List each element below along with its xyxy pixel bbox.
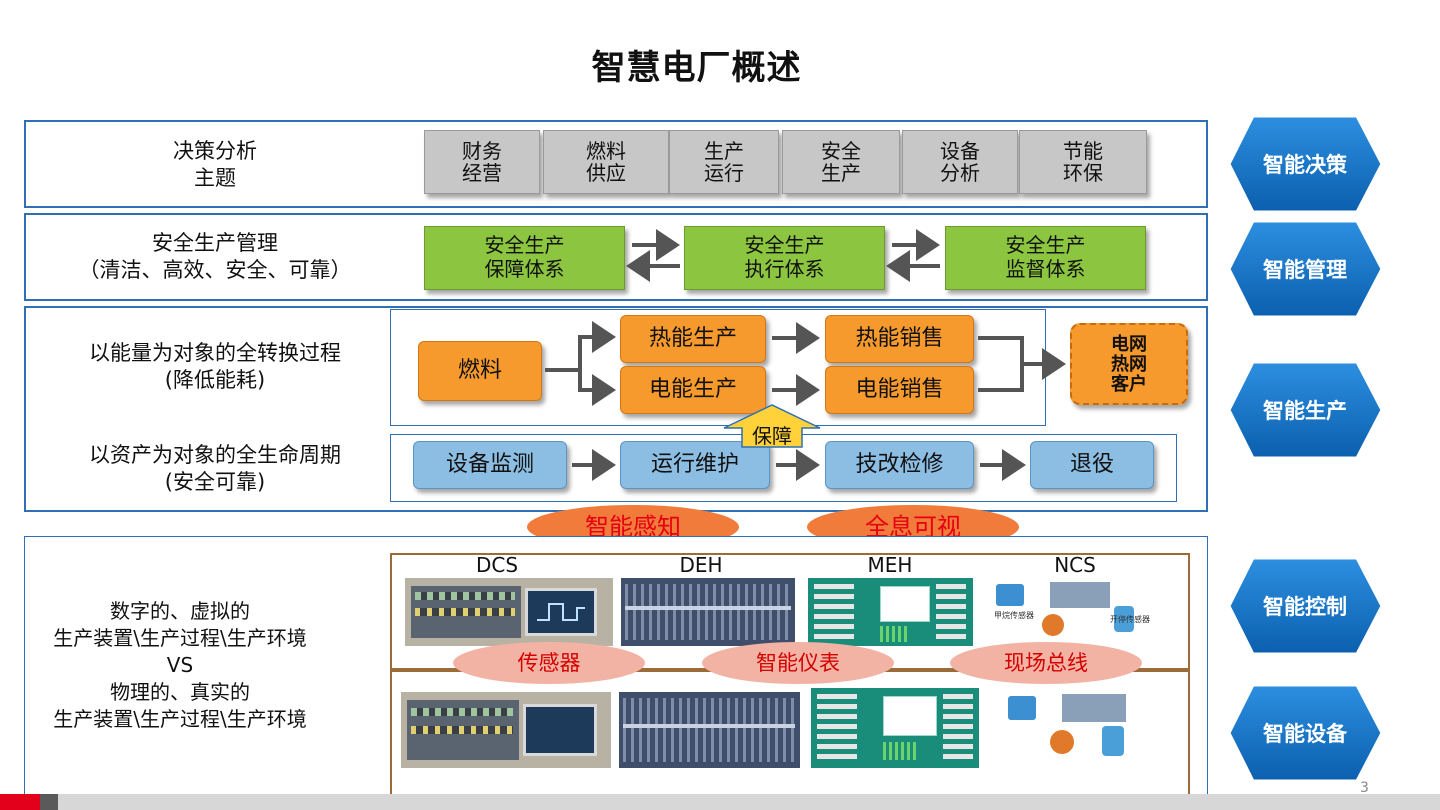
dcs-screenshot (405, 578, 613, 646)
topic-equipment[interactable]: 设备分析 (902, 130, 1018, 194)
smart-instrument-ellipse: 智能仪表 (702, 642, 894, 684)
energy-process-label: 以能量为对象的全转换过程 (降低能耗) (89, 341, 341, 392)
topic-fuel-supply[interactable]: 燃料供应 (543, 130, 669, 194)
topic-production-run[interactable]: 生产运行 (669, 130, 779, 194)
methane-sensor-label: 甲烷传感器 (994, 611, 1034, 620)
field-sensor-photo (996, 688, 1171, 768)
fuel-box[interactable]: 燃料 (418, 341, 542, 401)
smart-decision-hex[interactable]: 智能决策 (1263, 153, 1347, 177)
on-off-sensor-label: 开停传感器 (1110, 615, 1150, 624)
heat-sales-box[interactable]: 热能销售 (825, 315, 974, 363)
heat-generation-box[interactable]: 热能生产 (620, 315, 766, 363)
smart-production-hex[interactable]: 智能生产 (1263, 399, 1347, 423)
asset-lifecycle-label: 以资产为对象的全生命周期 (安全可靠) (89, 443, 341, 494)
decision-label: 决策分析 主题 (173, 139, 257, 190)
retirement-box[interactable]: 退役 (1030, 441, 1154, 489)
footer-bar (0, 794, 1440, 810)
page-number: 3 (1360, 780, 1369, 796)
equipment-monitoring-box[interactable]: 设备监测 (413, 441, 567, 489)
smart-management-hex[interactable]: 智能管理 (1263, 258, 1347, 282)
ncs-label: NCS (1054, 553, 1096, 577)
deh-label: DEH (679, 553, 723, 577)
operation-maintenance-box[interactable]: 运行维护 (620, 441, 770, 489)
topic-finance[interactable]: 财务经营 (424, 130, 540, 194)
meh-label: MEH (867, 553, 913, 577)
topic-safety[interactable]: 安全生产 (782, 130, 900, 194)
retrofit-overhaul-box[interactable]: 技改检修 (825, 441, 974, 489)
ncs-sensor-diagram: 甲烷传感器 开停传感器 (988, 578, 1162, 644)
safety-execution-system[interactable]: 安全生产执行体系 (684, 226, 885, 290)
footer-accent (0, 794, 40, 810)
deh-screenshot (621, 578, 795, 646)
dcs-label: DCS (475, 553, 519, 577)
power-generation-box[interactable]: 电能生产 (620, 366, 766, 414)
management-label: 安全生产管理 （清洁、高效、安全、可靠） (78, 231, 352, 282)
power-sales-box[interactable]: 电能销售 (825, 366, 974, 414)
deh-device-photo (619, 692, 800, 768)
safety-guarantee-system[interactable]: 安全生产保障体系 (424, 226, 625, 290)
fieldbus-ellipse: 现场总线 (950, 642, 1142, 684)
customers-box[interactable]: 电网 热网 客户 (1070, 323, 1188, 405)
guarantee-label: 保障 (752, 424, 792, 448)
topic-energy-saving[interactable]: 节能环保 (1019, 130, 1147, 194)
control-label: 数字的、虚拟的 生产装置\生产过程\生产环境 VS 物理的、真实的 生产装置\生… (53, 599, 307, 731)
meh-device-photo (811, 688, 979, 768)
page-title: 智慧电厂概述 (591, 48, 802, 88)
safety-supervision-system[interactable]: 安全生产监督体系 (945, 226, 1146, 290)
meh-screenshot (808, 578, 973, 646)
smart-equipment-hex[interactable]: 智能设备 (1263, 722, 1347, 746)
footer-accent-dark (40, 794, 58, 810)
dcs-device-photo (401, 692, 611, 768)
smart-control-hex[interactable]: 智能控制 (1263, 595, 1347, 619)
sensor-ellipse: 传感器 (453, 642, 645, 684)
